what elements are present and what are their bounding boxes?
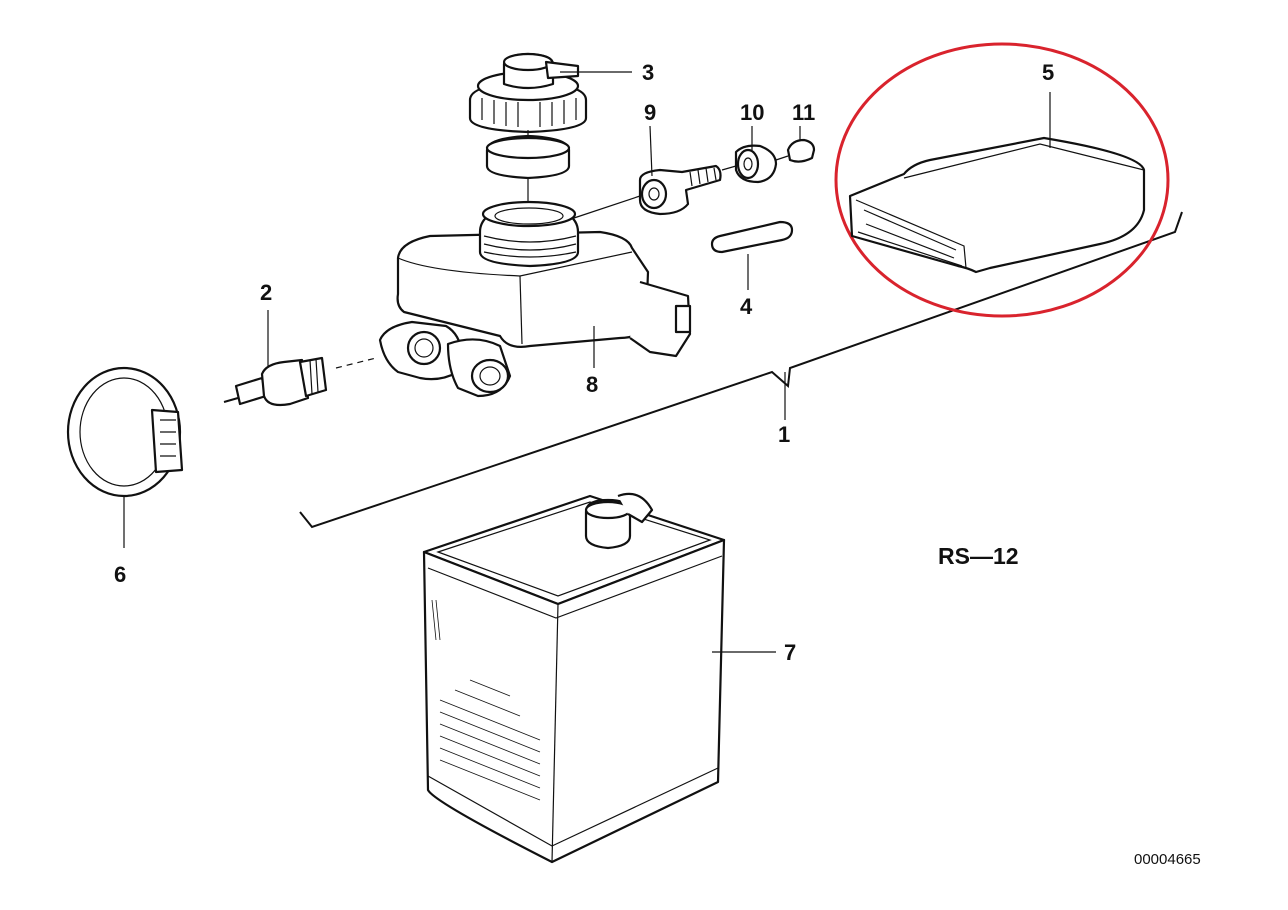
callout-4: 4 xyxy=(740,294,753,319)
callout-2: 2 xyxy=(260,280,272,305)
callout-6: 6 xyxy=(114,562,126,587)
dust-cap xyxy=(775,138,816,163)
sealing-nut xyxy=(721,144,778,184)
callout-11: 11 xyxy=(792,100,815,125)
fluid-can xyxy=(422,492,776,864)
banjo-bolt xyxy=(573,164,722,219)
callout-9: 9 xyxy=(644,100,656,125)
callout-7: 7 xyxy=(784,640,796,665)
reservoir-body xyxy=(335,200,692,398)
callout-8: 8 xyxy=(586,372,598,397)
seal-insert xyxy=(485,130,571,206)
diagram-code: RS—12 xyxy=(938,543,1019,569)
callout-3: 3 xyxy=(642,60,654,85)
assembly-bracket-line xyxy=(299,211,1183,529)
callout-5: 5 xyxy=(1042,60,1054,85)
reservoir-cap xyxy=(468,52,588,134)
document-number: 00004665 xyxy=(1134,851,1201,868)
leader-lines xyxy=(560,71,801,368)
highlighted-part-5 xyxy=(834,42,1170,318)
sender-switch xyxy=(223,310,328,407)
highlight-circle xyxy=(834,42,1170,318)
can-shading xyxy=(431,599,541,801)
pin xyxy=(710,220,794,254)
callout-10: 10 xyxy=(740,100,764,125)
hose-clamp xyxy=(66,366,184,548)
callout-1: 1 xyxy=(778,422,790,447)
